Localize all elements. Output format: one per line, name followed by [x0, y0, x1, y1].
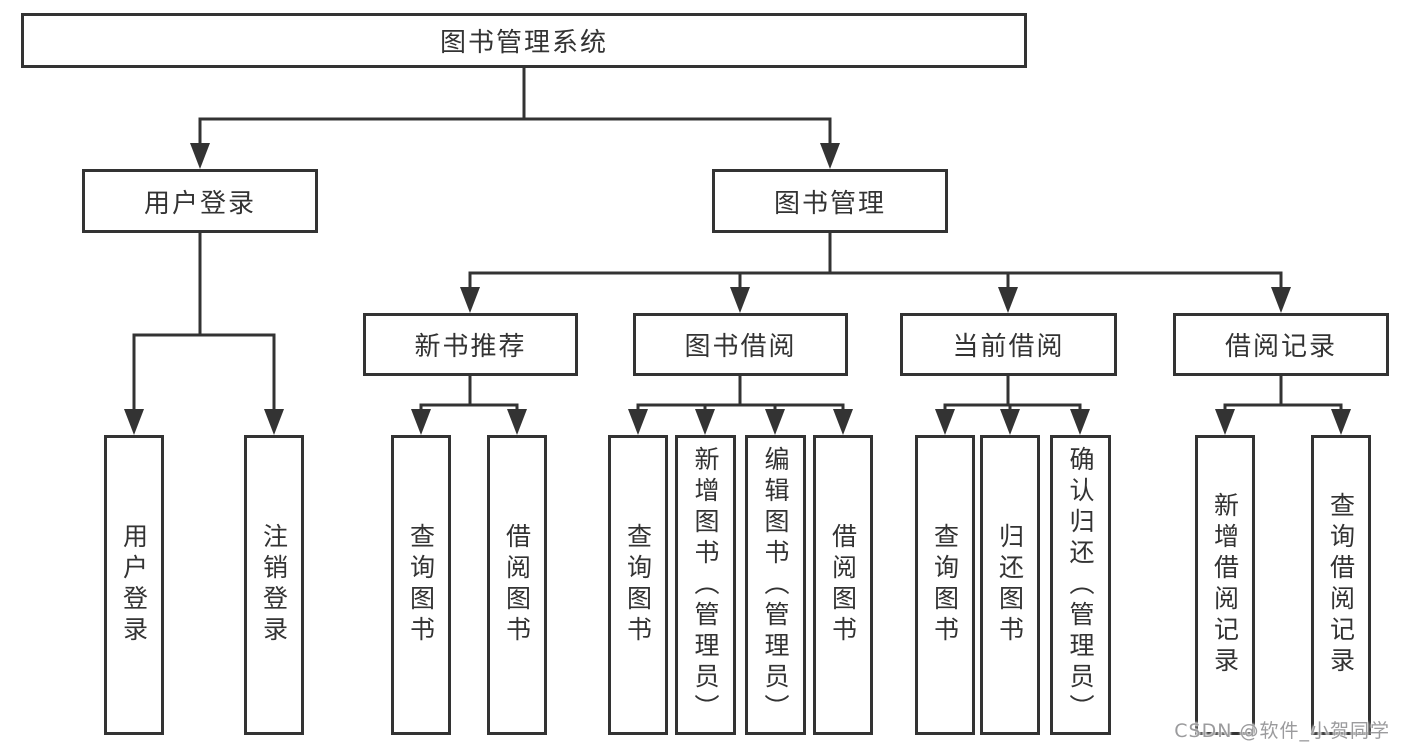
leaf-add-book-admin: 新增图书（管理员） — [675, 435, 736, 735]
leaf-query-books-current: 查询图书 — [915, 435, 975, 735]
node-borrow-records: 借阅记录 — [1173, 313, 1389, 376]
node-book-management: 图书管理 — [712, 169, 948, 233]
leaf-borrow-books-borrow: 借阅图书 — [813, 435, 873, 735]
leaf-edit-book-admin: 编辑图书（管理员） — [745, 435, 806, 735]
node-current-borrow: 当前借阅 — [900, 313, 1117, 376]
node-user-login: 用户登录 — [82, 169, 318, 233]
leaf-query-books-borrow: 查询图书 — [608, 435, 668, 735]
node-new-book-recommend: 新书推荐 — [363, 313, 578, 376]
leaf-logout: 注销登录 — [244, 435, 304, 735]
node-book-borrow: 图书借阅 — [633, 313, 848, 376]
leaf-user-login: 用户登录 — [104, 435, 164, 735]
leaf-add-borrow-record: 新增借阅记录 — [1195, 435, 1255, 735]
csdn-watermark: CSDN @软件_小贺同学 — [1174, 720, 1390, 742]
leaf-query-borrow-record: 查询借阅记录 — [1311, 435, 1371, 735]
leaf-query-books-recommend: 查询图书 — [391, 435, 451, 735]
arrowhead-group — [124, 143, 1351, 435]
leaf-confirm-return-admin: 确认归还（管理员） — [1050, 435, 1111, 735]
leaf-return-books: 归还图书 — [980, 435, 1040, 735]
node-root: 图书管理系统 — [21, 13, 1027, 68]
leaf-borrow-books-recommend: 借阅图书 — [487, 435, 547, 735]
